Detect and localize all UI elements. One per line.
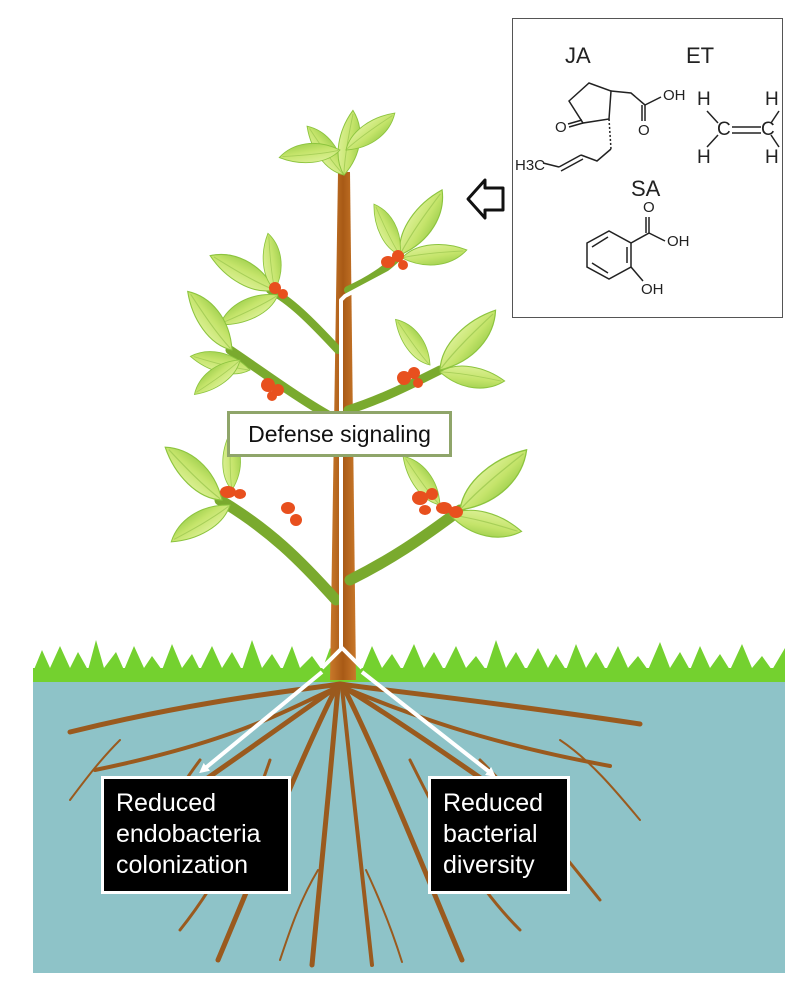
sa-label: SA [631,176,661,201]
endobacteria-colonization-label: Reduced endobacteria colonization [101,776,291,894]
et-carbon-left: C [717,119,731,140]
sa-ring-oh-atom: OH [641,281,664,298]
et-label: ET [686,43,715,68]
ja-ring [568,82,612,124]
diversity-line-2: bacterial [443,820,538,848]
chemical-structures [542,82,780,282]
diversity-line-3: diversity [443,851,535,879]
et-h-top-left: H [697,89,711,110]
et-h-bottom-right: H [765,147,779,168]
signal-arrows [199,268,496,778]
endo-line-1: Reduced [116,789,217,817]
signal-line-up [339,268,395,648]
sa-ring [586,230,632,280]
sa-acid-oh-atom: OH [667,233,690,250]
endo-line-2: endobacteria [116,820,261,848]
nodules [220,250,463,526]
sa-carbonyl-o-atom: O [643,199,655,216]
et-h-top-right: H [765,89,779,110]
ja-h3c-atom: H3C [515,157,546,174]
et-h-bottom-left: H [697,147,711,168]
pointer-arrow [466,178,505,220]
phytohormone-panel: JA ET SA OH O O H3C C C H H H H O OH OH [512,18,783,318]
bacterial-diversity-label: Reduced bacterial diversity [428,776,570,894]
ja-oh-atom: OH [663,87,686,104]
defense-signaling-label: Defense signaling [227,411,452,457]
diversity-line-1: Reduced [443,789,544,817]
grass [33,640,785,682]
ja-ketone-o-atom: O [555,119,567,136]
arrow-to-diversity [360,670,496,778]
endo-line-3: colonization [116,851,249,879]
signal-fork [320,646,364,670]
et-carbon-right: C [761,119,775,140]
arrow-to-endobacteria [199,670,324,774]
ja-label: JA [565,43,591,68]
ja-acid-o-atom: O [638,122,650,139]
